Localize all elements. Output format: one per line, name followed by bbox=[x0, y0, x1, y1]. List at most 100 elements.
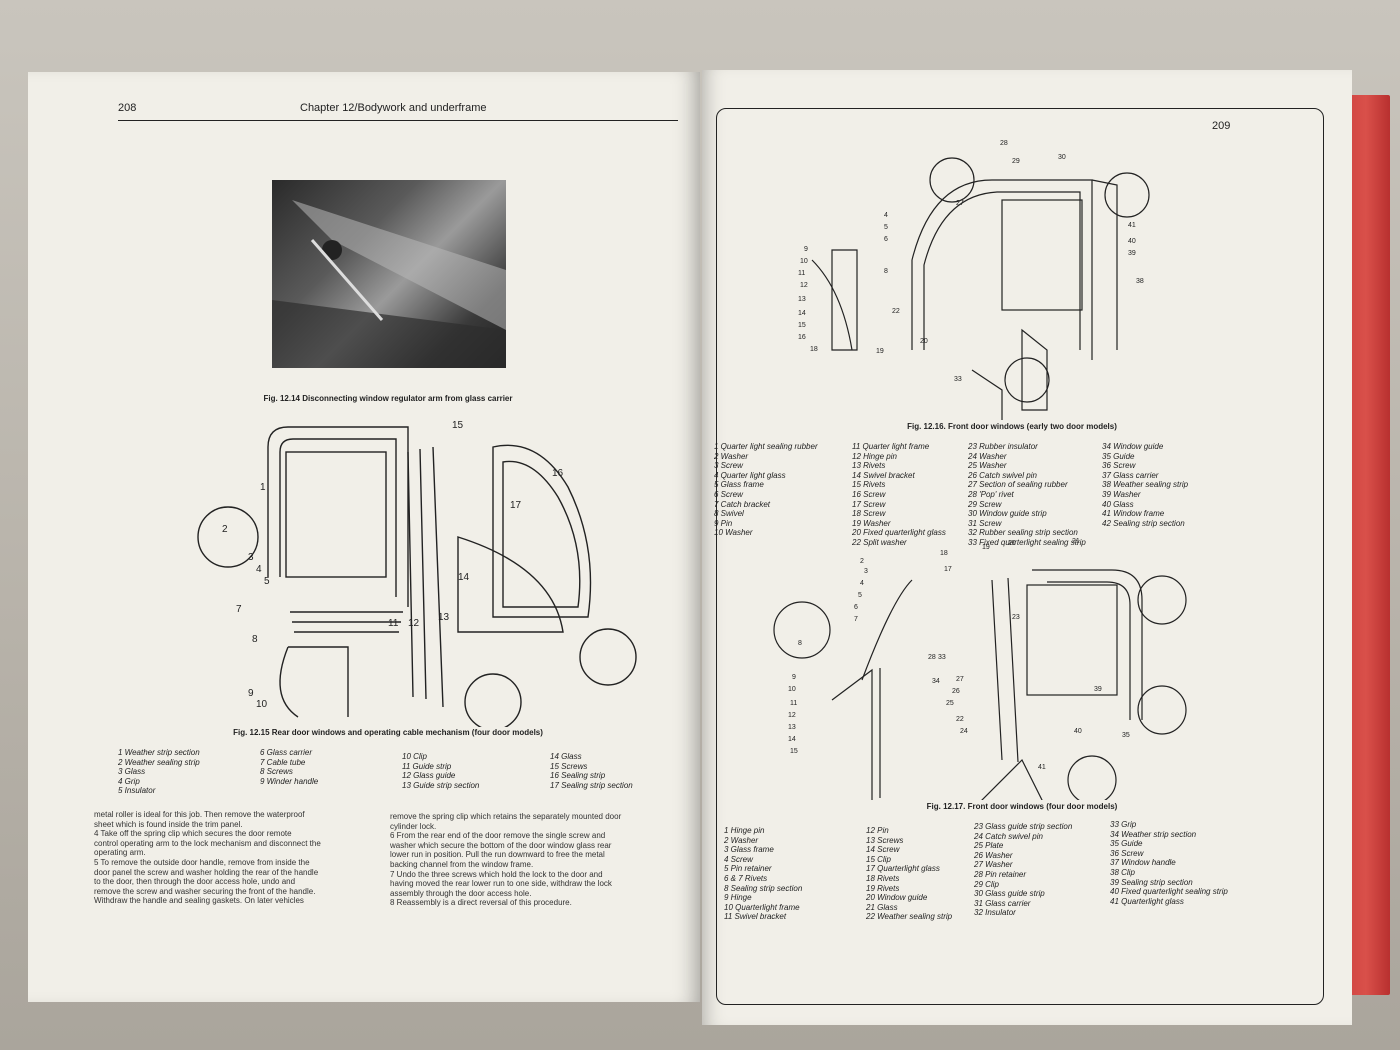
legend-item: 30 Glass guide strip bbox=[974, 889, 1045, 899]
callout: 15 bbox=[452, 420, 464, 431]
legend-item: 12 Pin bbox=[866, 826, 889, 835]
legend-item: 3 Screw bbox=[714, 461, 743, 471]
fig-12-17-legend-col4: 33 Grip 34 Weather strip section 35 Guid… bbox=[1110, 820, 1280, 906]
legend-item: 33 Fixed quarterlight sealing strip bbox=[968, 537, 1086, 547]
callout: 22 bbox=[892, 308, 900, 315]
legend-item: 34 Window guide bbox=[1102, 442, 1164, 451]
text-line: 6 From the rear end of the door remove t… bbox=[390, 831, 606, 841]
callout: 1 bbox=[260, 482, 266, 493]
legend-item: 25 Washer bbox=[968, 461, 1007, 471]
callout: 26 bbox=[952, 688, 960, 695]
legend-item: 24 Washer bbox=[968, 451, 1007, 461]
callout: 6 bbox=[884, 236, 888, 243]
legend-item: 5 Insulator bbox=[118, 786, 156, 796]
text-line: 7 Undo the three screws which hold the l… bbox=[390, 869, 603, 879]
legend-item: 23 Rubber insulator bbox=[968, 442, 1038, 451]
legend-item: 20 Window guide bbox=[866, 893, 928, 903]
callout: 19 bbox=[876, 348, 884, 355]
callout: 18 bbox=[810, 346, 818, 353]
text-line: operating arm. bbox=[94, 848, 146, 858]
legend-item: 17 Quarterlight glass bbox=[866, 864, 940, 874]
callout: 13 bbox=[788, 724, 796, 731]
callout: 35 bbox=[1122, 732, 1130, 739]
callout: 25 bbox=[946, 700, 954, 707]
callout: 14 bbox=[458, 572, 470, 583]
legend-item: 3 Glass frame bbox=[724, 845, 774, 855]
callout: 23 bbox=[1012, 614, 1020, 621]
legend-item: 16 Screw bbox=[852, 489, 886, 499]
callout: 11 bbox=[798, 270, 806, 277]
legend-item: 39 Washer bbox=[1102, 489, 1141, 499]
legend-item: 13 Guide strip section bbox=[402, 780, 480, 790]
callout: 15 bbox=[798, 322, 806, 329]
callout: 2 bbox=[860, 558, 864, 565]
running-header: 208 Chapter 12/Bodywork and underframe bbox=[118, 98, 678, 121]
callout: 41 bbox=[1128, 222, 1136, 229]
fig-12-17-legend-col3: 23 Glass guide strip section 24 Catch sw… bbox=[974, 822, 1114, 918]
callout: 3 bbox=[864, 568, 868, 575]
body-text-col1: metal roller is ideal for this job. Then… bbox=[94, 810, 374, 906]
text-line: control operating arm to the lock mechan… bbox=[94, 838, 321, 848]
callout: 14 bbox=[798, 310, 806, 317]
fig-12-15-diagram bbox=[197, 426, 637, 727]
callout: 39 bbox=[1094, 686, 1102, 693]
legend-item: 39 Sealing strip section bbox=[1110, 877, 1193, 887]
fig-12-16-diagram bbox=[811, 157, 1150, 420]
legend-item: 38 Clip bbox=[1110, 867, 1135, 877]
legend-item: 11 Quarter light frame bbox=[852, 442, 930, 451]
callout: 41 bbox=[1038, 764, 1046, 771]
legend-item: 29 Clip bbox=[974, 879, 999, 889]
body-text-col2: remove the spring clip which retains the… bbox=[390, 812, 680, 908]
legend-item: 22 Split washer bbox=[852, 537, 907, 547]
fig-12-16-caption: Fig. 12.16. Front door windows (early tw… bbox=[907, 422, 1117, 431]
callout: 34 bbox=[932, 678, 940, 685]
callout: 16 bbox=[798, 334, 806, 341]
legend-item: 24 Catch swivel pin bbox=[974, 831, 1043, 841]
legend-item: 5 Pin retainer bbox=[724, 864, 772, 874]
legend-item: 3 Glass bbox=[118, 767, 146, 777]
callout: 5 bbox=[858, 592, 862, 599]
text-line: backing channel from the window frame. bbox=[390, 859, 534, 869]
callout: 33 bbox=[954, 376, 962, 383]
legend-item: 2 Washer bbox=[714, 451, 749, 461]
legend-item: 31 Glass carrier bbox=[974, 898, 1031, 908]
legend-item: 41 Window frame bbox=[1102, 509, 1165, 519]
legend-item: 2 Washer bbox=[724, 835, 759, 845]
legend-item: 19 Rivets bbox=[866, 883, 900, 893]
callout: 24 bbox=[960, 728, 968, 735]
callout: 29 bbox=[1012, 158, 1020, 165]
callout: 28 bbox=[1000, 140, 1008, 147]
legend-item: 36 Screw bbox=[1110, 848, 1144, 858]
callout: 17 bbox=[944, 566, 952, 573]
legend-item: 30 Window guide strip bbox=[968, 509, 1047, 519]
legend-item: 42 Sealing strip section bbox=[1102, 518, 1185, 528]
fig-12-14-caption: Fig. 12.14 Disconnecting window regulato… bbox=[263, 394, 513, 403]
callout: 12 bbox=[800, 282, 808, 289]
callout: 10 bbox=[256, 699, 268, 710]
legend-item: 12 Hinge pin bbox=[852, 451, 897, 461]
callout: 12 bbox=[788, 712, 796, 719]
callout: 20 bbox=[920, 338, 928, 345]
fig-12-17-legend-col2: 12 Pin 13 Screws 14 Screw 15 Clip 17 Qua… bbox=[866, 826, 996, 922]
callout: 8 bbox=[798, 640, 802, 647]
fig-12-15-legend-col1: 1 Weather strip section 2 Weather sealin… bbox=[118, 748, 248, 796]
legend-item: 10 Washer bbox=[714, 528, 753, 538]
legend-item: 9 Pin bbox=[714, 518, 733, 528]
legend-item: 8 Screws bbox=[260, 767, 293, 777]
legend-item: 7 Cable tube bbox=[260, 757, 306, 767]
legend-item: 41 Quarterlight glass bbox=[1110, 896, 1184, 906]
text-line: 8 Reassembly is a direct reversal of thi… bbox=[390, 898, 572, 908]
callout: 18 bbox=[940, 550, 948, 557]
legend-item: 32 Insulator bbox=[974, 908, 1016, 918]
fig-12-15-legend-col2: 6 Glass carrier 7 Cable tube 8 Screws 9 … bbox=[260, 748, 390, 786]
legend-item: 26 Washer bbox=[974, 850, 1013, 860]
callout: 5 bbox=[264, 576, 270, 587]
callout: 40 bbox=[1128, 238, 1136, 245]
page-number-right: 209 bbox=[1212, 120, 1231, 132]
fig-12-16-legend-col3: 23 Rubber insulator 24 Washer 25 Washer … bbox=[968, 442, 1108, 548]
legend-item: 13 Screws bbox=[866, 835, 904, 845]
legend-item: 14 Swivel bracket bbox=[852, 470, 915, 480]
legend-item: 40 Fixed quarterlight sealing strip bbox=[1110, 887, 1228, 897]
callout: 10 bbox=[800, 258, 808, 265]
fig-12-15-legend-col4: 14 Glass 15 Screws 16 Sealing strip 17 S… bbox=[550, 752, 680, 790]
